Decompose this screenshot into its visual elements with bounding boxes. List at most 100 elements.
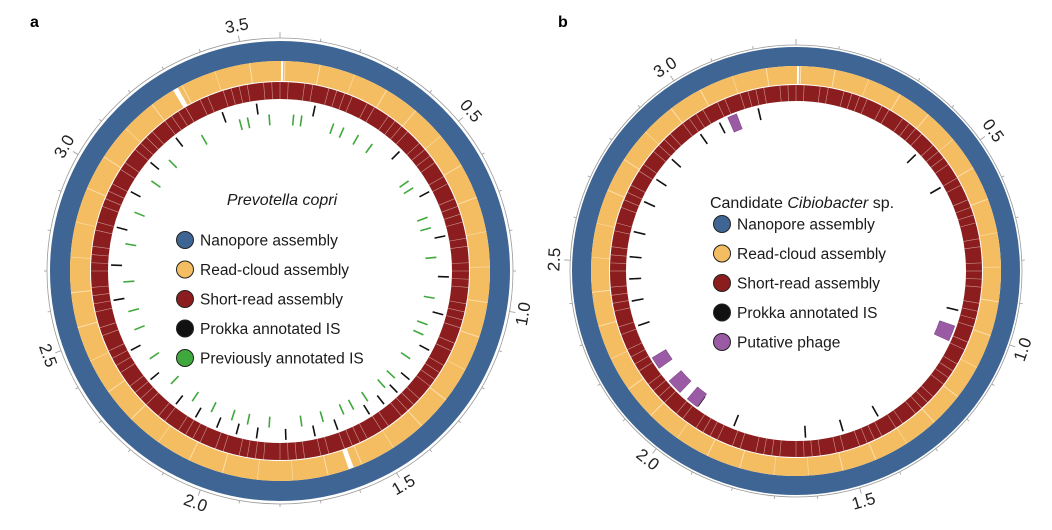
contig-boundary bbox=[846, 93, 853, 109]
contig-boundary bbox=[420, 369, 435, 380]
title-suffix: sp. bbox=[868, 195, 894, 212]
read-cloud-boundary bbox=[323, 455, 329, 476]
prokka-is-mark bbox=[389, 384, 398, 394]
contig-boundary bbox=[246, 84, 251, 102]
read-cloud-boundary bbox=[447, 360, 466, 371]
read-cloud-boundary bbox=[466, 231, 487, 236]
prokka-is-mark bbox=[655, 178, 667, 187]
contig-boundary bbox=[939, 362, 954, 372]
contig-boundary bbox=[406, 143, 420, 156]
prokka-is-mark bbox=[175, 137, 184, 147]
axis-tick bbox=[238, 35, 240, 42]
previous-is-mark bbox=[134, 324, 145, 331]
contig-boundary bbox=[302, 83, 305, 101]
read-cloud-boundary bbox=[807, 457, 809, 476]
read-cloud-boundary bbox=[831, 69, 836, 88]
read-cloud-boundary bbox=[592, 289, 611, 293]
previous-is-mark bbox=[246, 413, 251, 425]
read-cloud-boundary bbox=[670, 108, 683, 123]
contig-boundary bbox=[451, 278, 469, 280]
contig-boundary bbox=[630, 184, 646, 193]
contig-boundary bbox=[446, 221, 463, 227]
contig-boundary bbox=[411, 149, 425, 161]
contig-boundary bbox=[424, 363, 440, 373]
previous-is-mark bbox=[365, 143, 373, 154]
axis-tick bbox=[670, 75, 675, 82]
axis-position-label: 2.5 bbox=[35, 341, 61, 370]
contig-boundary bbox=[105, 198, 122, 206]
axis-tick bbox=[690, 471, 693, 475]
prokka-is-mark bbox=[419, 190, 430, 198]
axis-tick bbox=[859, 487, 862, 494]
contig-boundary bbox=[905, 128, 916, 141]
contig-boundary bbox=[395, 397, 408, 411]
axis-tick bbox=[396, 472, 400, 479]
contig-boundary bbox=[930, 374, 944, 385]
previous-is-mark bbox=[400, 351, 411, 360]
contig-boundary bbox=[709, 421, 718, 437]
nanopore-ring bbox=[572, 47, 1020, 495]
prokka-is-mark bbox=[194, 407, 202, 418]
prokka-is-mark bbox=[376, 395, 385, 405]
prokka-is-mark bbox=[733, 414, 740, 427]
title-italic: Prevotella copri bbox=[227, 192, 338, 209]
contig-boundary bbox=[763, 438, 767, 455]
prokka-is-mark bbox=[631, 298, 644, 302]
contig-boundary bbox=[621, 328, 637, 335]
prokka-is-mark bbox=[391, 150, 401, 160]
axis-tick bbox=[991, 383, 995, 386]
contig-boundary bbox=[152, 131, 165, 145]
contig-boundary bbox=[616, 222, 632, 228]
contig-boundary bbox=[338, 432, 345, 449]
read-cloud-boundary bbox=[376, 89, 387, 108]
read-cloud-boundary bbox=[131, 404, 146, 420]
previous-is-mark bbox=[403, 187, 414, 195]
contig-boundary bbox=[702, 418, 712, 433]
contig-boundary bbox=[853, 96, 860, 112]
read-cloud-boundary bbox=[444, 165, 462, 176]
axis-tick bbox=[652, 448, 657, 454]
read-cloud-boundary bbox=[732, 76, 739, 94]
contig-boundary bbox=[108, 343, 125, 352]
previous-is-mark bbox=[425, 256, 437, 260]
contig-boundary bbox=[787, 85, 789, 102]
contig-boundary bbox=[91, 254, 109, 257]
read-cloud-boundary bbox=[596, 222, 615, 228]
contig-boundary bbox=[963, 238, 980, 242]
contig-boundary bbox=[263, 82, 266, 100]
axis-tick bbox=[72, 151, 79, 155]
contig-boundary bbox=[630, 349, 646, 358]
contig-boundary bbox=[140, 386, 154, 399]
contig-boundary bbox=[910, 396, 922, 409]
axis-tick bbox=[161, 66, 164, 70]
previous-is-mark bbox=[329, 123, 335, 135]
contig-boundary bbox=[91, 285, 109, 288]
axis-tick bbox=[481, 152, 485, 155]
previous-is-mark bbox=[399, 180, 410, 188]
axis-tick bbox=[917, 78, 921, 82]
contig-boundary bbox=[395, 131, 408, 145]
axis-tick bbox=[637, 104, 641, 108]
read-cloud-boundary bbox=[181, 85, 192, 104]
read-cloud-boundary bbox=[90, 352, 109, 362]
prokka-is-mark bbox=[699, 133, 708, 145]
previous-is-mark bbox=[170, 375, 180, 385]
contig-boundary bbox=[207, 96, 215, 113]
contig-boundary bbox=[146, 137, 159, 150]
legend-swatch bbox=[713, 244, 731, 263]
read-cloud-boundary bbox=[86, 187, 106, 197]
read-cloud-boundary bbox=[700, 89, 710, 106]
axis-tick bbox=[359, 49, 362, 53]
axis-tick bbox=[579, 344, 583, 347]
contig-boundary bbox=[324, 88, 330, 105]
contig-boundary bbox=[416, 155, 431, 167]
read-cloud-boundary bbox=[970, 198, 988, 206]
axis-position-label: 1.0 bbox=[1010, 335, 1036, 364]
read-cloud-boundary bbox=[868, 443, 877, 460]
contig-boundary bbox=[120, 169, 136, 179]
axis-tick bbox=[573, 216, 577, 219]
contig-boundary bbox=[874, 105, 883, 121]
contig-boundary bbox=[294, 442, 297, 460]
read-cloud-boundary bbox=[77, 322, 98, 329]
